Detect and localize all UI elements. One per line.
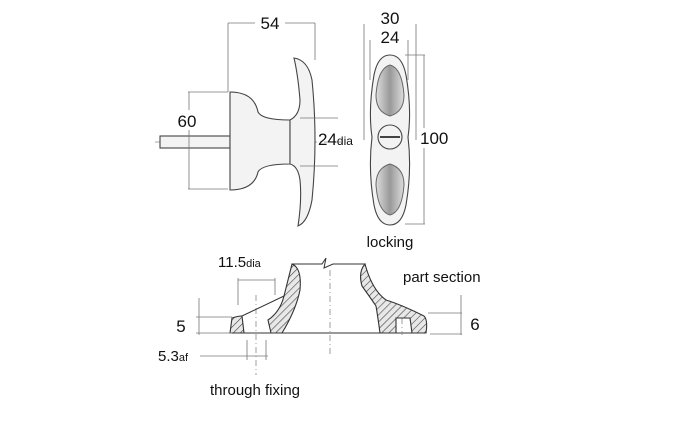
spindle bbox=[159, 135, 231, 149]
front-view: 30 24 100 locking bbox=[363, 9, 448, 251]
side-view: 54 60 24dia bbox=[155, 14, 353, 227]
dim-11-5dia: 11.5dia bbox=[218, 254, 262, 271]
t-bar-handle bbox=[289, 57, 316, 227]
flange-body bbox=[229, 91, 291, 191]
locking-label: locking bbox=[367, 234, 414, 251]
dim-5: 5 bbox=[176, 317, 185, 336]
lower-grip bbox=[375, 163, 405, 216]
section-view: 11.5dia 5 6 5.3af part section through f… bbox=[158, 254, 481, 399]
through-fixing-label: through fixing bbox=[210, 382, 300, 399]
upper-grip bbox=[375, 64, 405, 117]
dim-24dia: 24dia bbox=[318, 130, 353, 149]
dim-30: 30 bbox=[381, 9, 400, 28]
dim-6: 6 bbox=[470, 315, 479, 334]
dim-60: 60 bbox=[178, 112, 197, 131]
dim-54: 54 bbox=[261, 14, 280, 33]
dim-5-3af: 5.3af bbox=[158, 348, 189, 365]
dim-24: 24 bbox=[381, 28, 400, 47]
part-section-label: part section bbox=[403, 269, 481, 286]
dim-100: 100 bbox=[420, 129, 448, 148]
